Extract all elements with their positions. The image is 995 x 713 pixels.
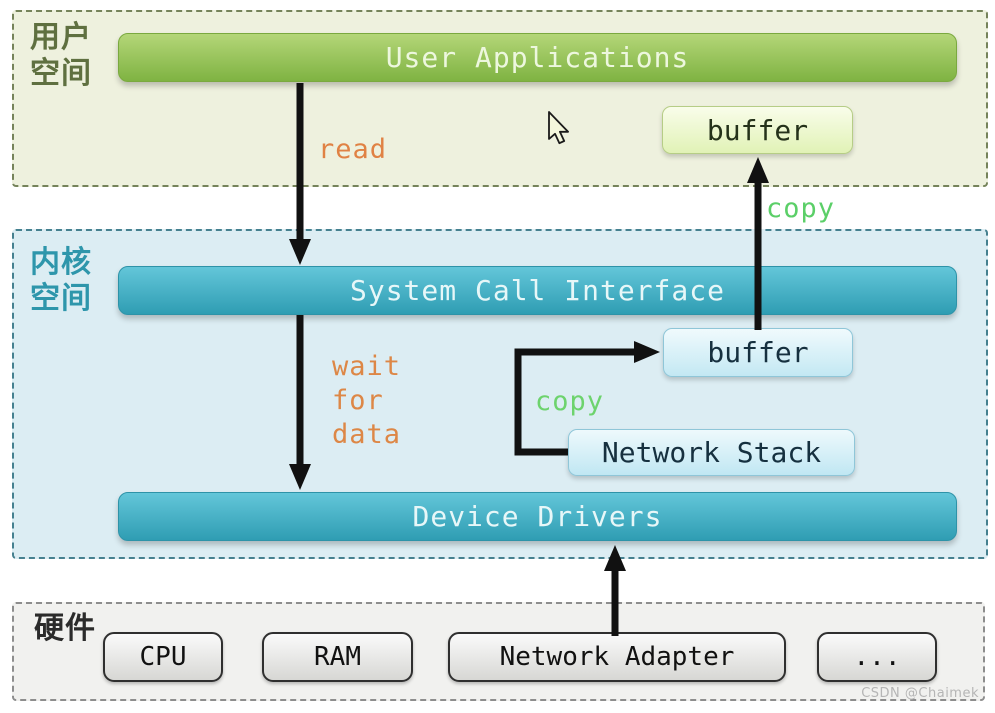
hardware-box-ellipsis: ... [817, 632, 937, 682]
hardware-box-ram: RAM [262, 632, 413, 682]
hardware-box-network-adapter: Network Adapter [448, 632, 786, 682]
copy-to-buffer-label: copy [535, 386, 605, 417]
system-call-interface-bar: System Call Interface [118, 266, 957, 315]
user-space-label: 用户空间 [30, 20, 92, 91]
kernel-space-label: 内核空间 [30, 245, 92, 316]
wait-for-data-label: wait for data [332, 351, 402, 450]
hardware-label: 硬件 [34, 611, 96, 646]
device-drivers-bar: Device Drivers [118, 492, 957, 541]
watermark: CSDN @Chaimek [861, 686, 979, 701]
user-buffer-box: buffer [662, 106, 853, 154]
network-stack-box: Network Stack [568, 429, 855, 476]
kernel-buffer-box: buffer [663, 328, 853, 377]
hardware-box-cpu: CPU [103, 632, 223, 682]
read-label: read [318, 134, 388, 165]
copy-to-user-label: copy [766, 193, 836, 224]
user-applications-bar: User Applications [118, 33, 957, 82]
